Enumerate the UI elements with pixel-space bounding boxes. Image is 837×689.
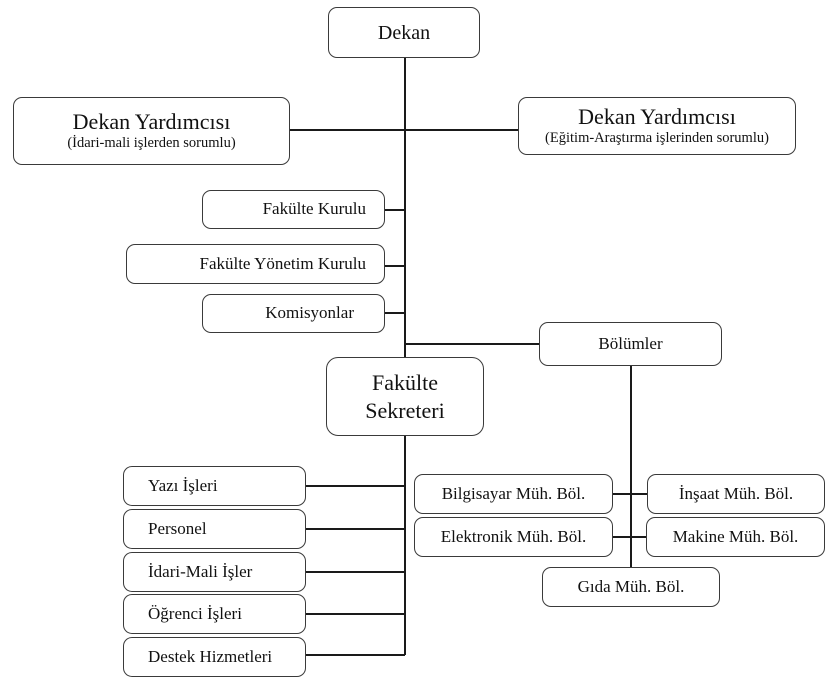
node-insaat-muh-bol: İnşaat Müh. Böl. [647,474,825,514]
node-label: Komisyonlar [265,303,354,323]
node-idari-mali-isler: İdari-Mali İşler [123,552,306,592]
node-label: Fakülte [372,370,438,395]
node-bolumler: Bölümler [539,322,722,366]
node-elektronik-muh-bol: Elektronik Müh. Böl. [414,517,613,557]
node-dekan-yardimcisi-idari: Dekan Yardımcısı (İdari-mali işlerden so… [13,97,290,165]
node-komisyonlar: Komisyonlar [202,294,385,333]
node-label: Öğrenci İşleri [148,603,242,623]
node-destek-hizmetleri: Destek Hizmetleri [123,637,306,677]
node-label: Fakülte Yönetim Kurulu [199,253,366,273]
node-label: Destek Hizmetleri [148,646,273,666]
node-label: Dekan Yardımcısı [72,108,231,134]
node-label: Bilgisayar Müh. Böl. [441,483,586,503]
node-gida-muh-bol: Gıda Müh. Böl. [542,567,720,607]
node-label: Bölümler [598,333,663,353]
node-label: Dekan [377,21,431,44]
node-fakulte-kurulu: Fakülte Kurulu [202,190,385,229]
node-personel: Personel [123,509,306,549]
node-label-line2: Sekreteri [365,397,445,423]
node-dekan-yardimcisi-egitim: Dekan Yardımcısı (Eğitim-Araştırma işler… [518,97,796,155]
node-makine-muh-bol: Makine Müh. Böl. [646,517,825,557]
node-label: İnşaat Müh. Böl. [678,483,794,503]
node-fakulte-sekreteri: Fakülte Sekreteri [326,357,484,436]
node-yazi-isleri: Yazı İşleri [123,466,306,506]
node-label: Makine Müh. Böl. [672,526,799,546]
node-sublabel: (Eğitim-Araştırma işlerinden sorumlu) [545,130,769,147]
node-bilgisayar-muh-bol: Bilgisayar Müh. Böl. [414,474,613,514]
node-ogrenci-isleri: Öğrenci İşleri [123,594,306,634]
node-sublabel: (İdari-mali işlerden sorumlu) [67,135,236,152]
node-dekan: Dekan [328,7,480,58]
node-label: Dekan Yardımcısı [578,103,736,129]
node-fakulte-yonetim-kurulu: Fakülte Yönetim Kurulu [126,244,385,284]
node-label: Fakülte Kurulu [262,199,366,219]
node-label: Personel [148,518,207,538]
node-label: Yazı İşleri [148,475,218,495]
node-label: Gıda Müh. Böl. [577,576,685,596]
node-label: Elektronik Müh. Böl. [440,526,587,546]
node-label: İdari-Mali İşler [148,561,253,581]
